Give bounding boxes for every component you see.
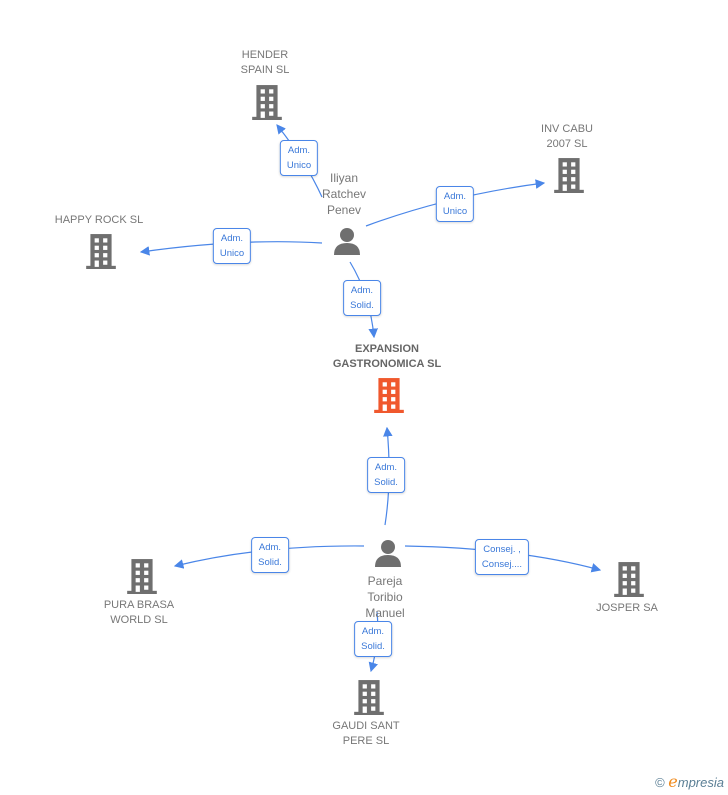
person-label-pareja[interactable]: Pareja Toribio Manuel [365, 574, 405, 620]
relation-label[interactable]: Adm. Solid. [251, 537, 289, 573]
relation-label[interactable]: Adm. Unico [212, 228, 252, 264]
empresia-logo: © empresia [655, 772, 724, 791]
company-label-hender[interactable]: HENDER SPAIN SL [240, 49, 290, 76]
relation-label[interactable]: Adm. Unico [435, 186, 475, 222]
company-label-purabrasa[interactable]: PURA BRASA WORLD SL [103, 599, 175, 626]
main-company-building-icon[interactable] [373, 377, 405, 413]
relation-label[interactable]: Adm. Solid. [343, 280, 381, 316]
company-label-happyrock[interactable]: HAPPY ROCK SL [54, 214, 144, 226]
person-label-iliyan[interactable]: Iliyan Ratchev Penev [321, 171, 367, 217]
company-building-icon[interactable] [126, 558, 158, 594]
copyright-icon: © [655, 775, 665, 790]
company-building-icon[interactable] [353, 679, 385, 715]
company-label-expansion[interactable]: EXPANSION GASTRONOMICA SL [332, 343, 442, 370]
relation-label[interactable]: Adm. Solid. [367, 457, 405, 493]
company-label-gaudi[interactable]: GAUDI SANT PERE SL [332, 720, 400, 747]
relation-label[interactable]: Adm. Solid. [354, 621, 392, 657]
relation-label[interactable]: Consej. , Consej.... [474, 539, 530, 575]
company-label-invcabu[interactable]: INV CABU 2007 SL [541, 123, 593, 150]
person-icon[interactable] [373, 538, 403, 568]
company-building-icon[interactable] [553, 157, 585, 193]
company-label-josper[interactable]: JOSPER SA [596, 602, 658, 614]
company-building-icon[interactable] [613, 561, 645, 597]
relation-label[interactable]: Adm. Unico [279, 140, 319, 176]
person-icon[interactable] [332, 226, 362, 256]
company-building-icon[interactable] [251, 84, 283, 120]
company-building-icon[interactable] [85, 233, 117, 269]
